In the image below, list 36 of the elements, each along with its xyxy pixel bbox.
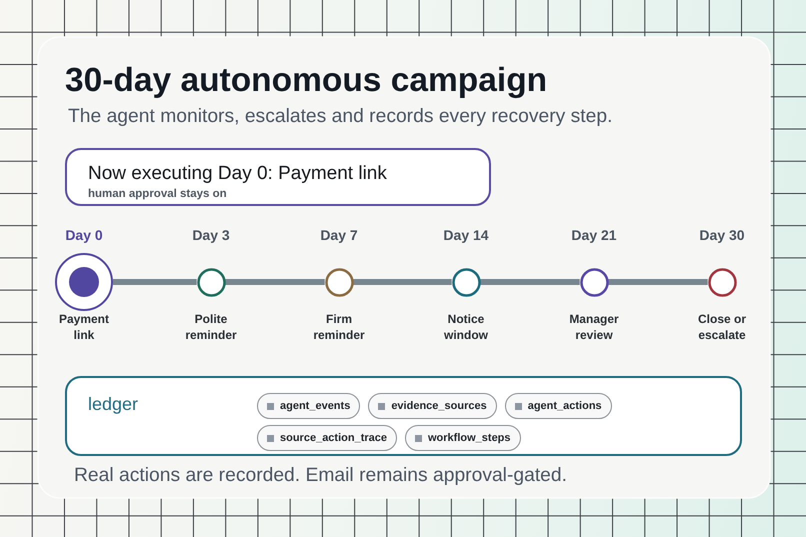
table-name: agent_events bbox=[280, 399, 350, 413]
table-name: source_action_trace bbox=[280, 431, 387, 445]
table-chip bbox=[368, 393, 497, 419]
timeline-connector bbox=[225, 279, 325, 285]
day-label: Day 7 bbox=[320, 227, 358, 243]
footer-note: Real actions are recorded. Email remains approval-gated. bbox=[74, 465, 567, 487]
table-name: workflow_steps bbox=[428, 431, 511, 445]
step-label: Notice window bbox=[443, 311, 489, 343]
step-label: Close or escalate bbox=[696, 311, 747, 343]
ledger-panel bbox=[65, 376, 742, 456]
step-label: Payment link bbox=[58, 311, 110, 343]
day-label: Day 0 bbox=[65, 227, 103, 243]
status-heading: Now executing Day 0: Payment link bbox=[88, 162, 387, 184]
day-label: Day 21 bbox=[571, 227, 617, 243]
step-label: Firm reminder bbox=[312, 311, 366, 343]
timeline-connector bbox=[353, 279, 452, 285]
status-detail: human approval stays on bbox=[88, 188, 227, 200]
table-name: evidence_sources bbox=[391, 399, 487, 413]
table-chip bbox=[504, 393, 612, 419]
status-panel bbox=[65, 148, 491, 206]
table-name: agent_actions bbox=[528, 399, 602, 413]
table-chip bbox=[257, 393, 360, 419]
day-label: Day 14 bbox=[443, 227, 489, 243]
current-milestone-circle bbox=[54, 252, 114, 312]
table-chip bbox=[257, 425, 397, 451]
day-label: Day 3 bbox=[192, 227, 230, 243]
subtitle: The agent monitors, escalates and records every recovery step. bbox=[68, 106, 612, 128]
step-label: Polite reminder bbox=[184, 311, 238, 343]
table-chip bbox=[405, 425, 521, 451]
ledger-title: ledger bbox=[88, 394, 138, 414]
day-label: Day 30 bbox=[699, 227, 745, 243]
step-label: Manager review bbox=[568, 311, 620, 343]
timeline-connector bbox=[480, 279, 580, 285]
timeline-connector bbox=[113, 279, 197, 285]
diagram-title: 30-day autonomous campaign bbox=[65, 60, 548, 100]
timeline-connector bbox=[608, 279, 708, 285]
